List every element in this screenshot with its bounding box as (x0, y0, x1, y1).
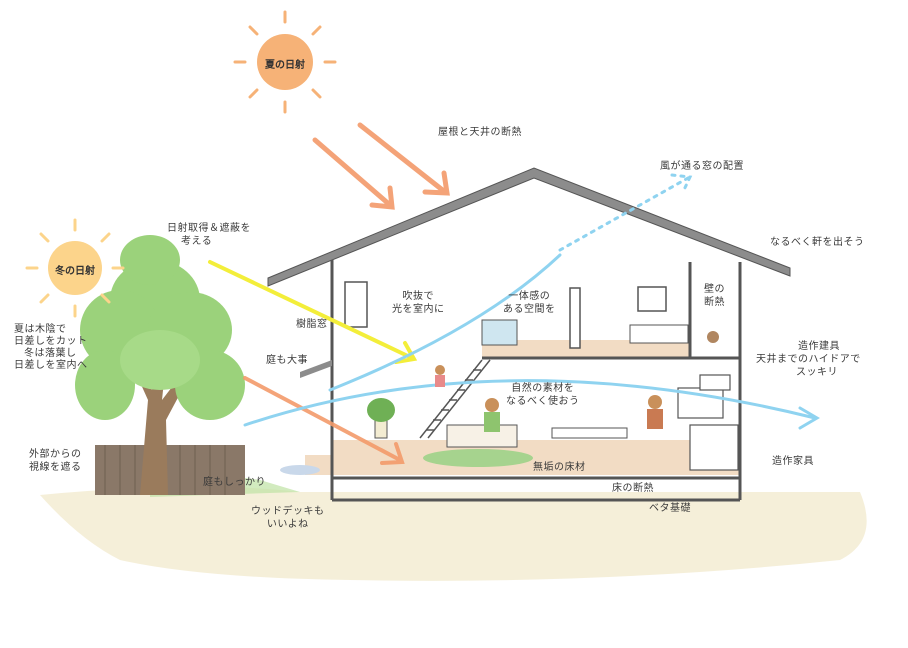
label-wind-window: 風が通る窓の配置 (660, 161, 744, 172)
loft-panel (569, 287, 581, 349)
label-atrium: 吹抜で 光を室内に (392, 290, 445, 316)
label-wall-insulation: 壁の 断熱 (704, 283, 725, 309)
bed (629, 324, 689, 344)
label-unity: 一体感の ある空間を (503, 290, 556, 316)
label-resin-window: 樹脂窓 (296, 319, 328, 330)
label-garden-important: 庭も大事 (266, 355, 308, 366)
label-outside-view: 外部からの 視線を遮る (29, 448, 82, 474)
staircase (419, 359, 491, 439)
label-roof-ceiling: 屋根と天井の断熱 (438, 127, 522, 138)
rug (423, 449, 533, 467)
kitchen (677, 374, 739, 471)
label-summer-winter-tree: 夏は木陰で 日差しをカット 冬は落葉し 日差しを室内へ (14, 324, 88, 372)
winter-arrow-to-deck (243, 376, 405, 465)
ground (40, 486, 867, 581)
dining-table (551, 427, 628, 439)
label-unity-line2: ある空間を (503, 304, 556, 315)
summer-sun-label: 夏の日射 (265, 60, 305, 71)
label-natural-materials: 自然の素材を なるべく使おう (506, 382, 580, 408)
label-custom-fittings-line3: スッキリ (796, 367, 838, 378)
resin-window (344, 281, 368, 328)
label-tree-line2: 日差しをカット (14, 336, 88, 347)
plant (367, 398, 395, 439)
roof (267, 167, 791, 287)
label-outside-view-line1: 外部からの (29, 449, 82, 460)
label-atrium-line1: 吹抜で (402, 291, 434, 302)
label-solar-gain-line2: 考える (181, 236, 213, 247)
label-wall-insulation-line2: 断熱 (704, 297, 725, 308)
label-custom-fittings: 造作建具 天井までのハイドアで スッキリ (756, 340, 861, 379)
label-solar-gain: 日射取得＆遮蔽を 考える (167, 222, 251, 248)
label-wood-deck: ウッドデッキも いいよね (251, 505, 325, 531)
winter-sun-arrow (208, 260, 418, 364)
deciduous-tree (75, 235, 245, 495)
label-wall-insulation-line1: 壁の (704, 284, 725, 295)
winter-sun-label: 冬の日射 (55, 266, 95, 277)
label-solar-gain-line1: 日射取得＆遮蔽を (167, 223, 251, 234)
label-custom-fittings-line1: 造作建具 (798, 341, 840, 352)
label-wood-deck-line1: ウッドデッキも (251, 506, 325, 517)
desk (481, 319, 518, 346)
wind-arrows (243, 173, 820, 430)
house-structure (330, 260, 742, 502)
sofa (446, 424, 518, 448)
label-natural-materials-line2: なるべく使おう (506, 396, 580, 407)
label-solid-floor: 無垢の床材 (533, 462, 586, 473)
label-floor-insulation: 床の断熱 (612, 483, 654, 494)
label-tree-line1: 夏は木陰で (14, 324, 67, 335)
label-mat-foundation: ベタ基礎 (649, 503, 691, 514)
summer-sun-arrows (312, 122, 450, 210)
label-eaves: なるべく軒を出そう (770, 237, 865, 248)
label-tree-line4: 日差しを室内へ (14, 360, 88, 371)
people (280, 331, 719, 475)
label-unity-line1: 一体感の (508, 291, 551, 302)
label-atrium-line2: 光を室内に (392, 304, 445, 315)
label-custom-furniture: 造作家具 (772, 456, 814, 467)
upper-window (637, 286, 667, 312)
label-custom-fittings-line2: 天井までのハイドアで (756, 354, 861, 365)
upper-floor (482, 340, 690, 358)
label-tree-line3: 冬は落葉し (24, 348, 77, 359)
label-natural-materials-line1: 自然の素材を (511, 383, 575, 394)
summer-sun (233, 10, 337, 114)
winter-sun (25, 218, 125, 318)
eave-left (300, 360, 332, 378)
label-outside-view-line2: 視線を遮る (29, 462, 82, 473)
label-garden-solid: 庭もしっかり (203, 477, 266, 488)
label-wood-deck-line2: いいよね (266, 519, 309, 530)
